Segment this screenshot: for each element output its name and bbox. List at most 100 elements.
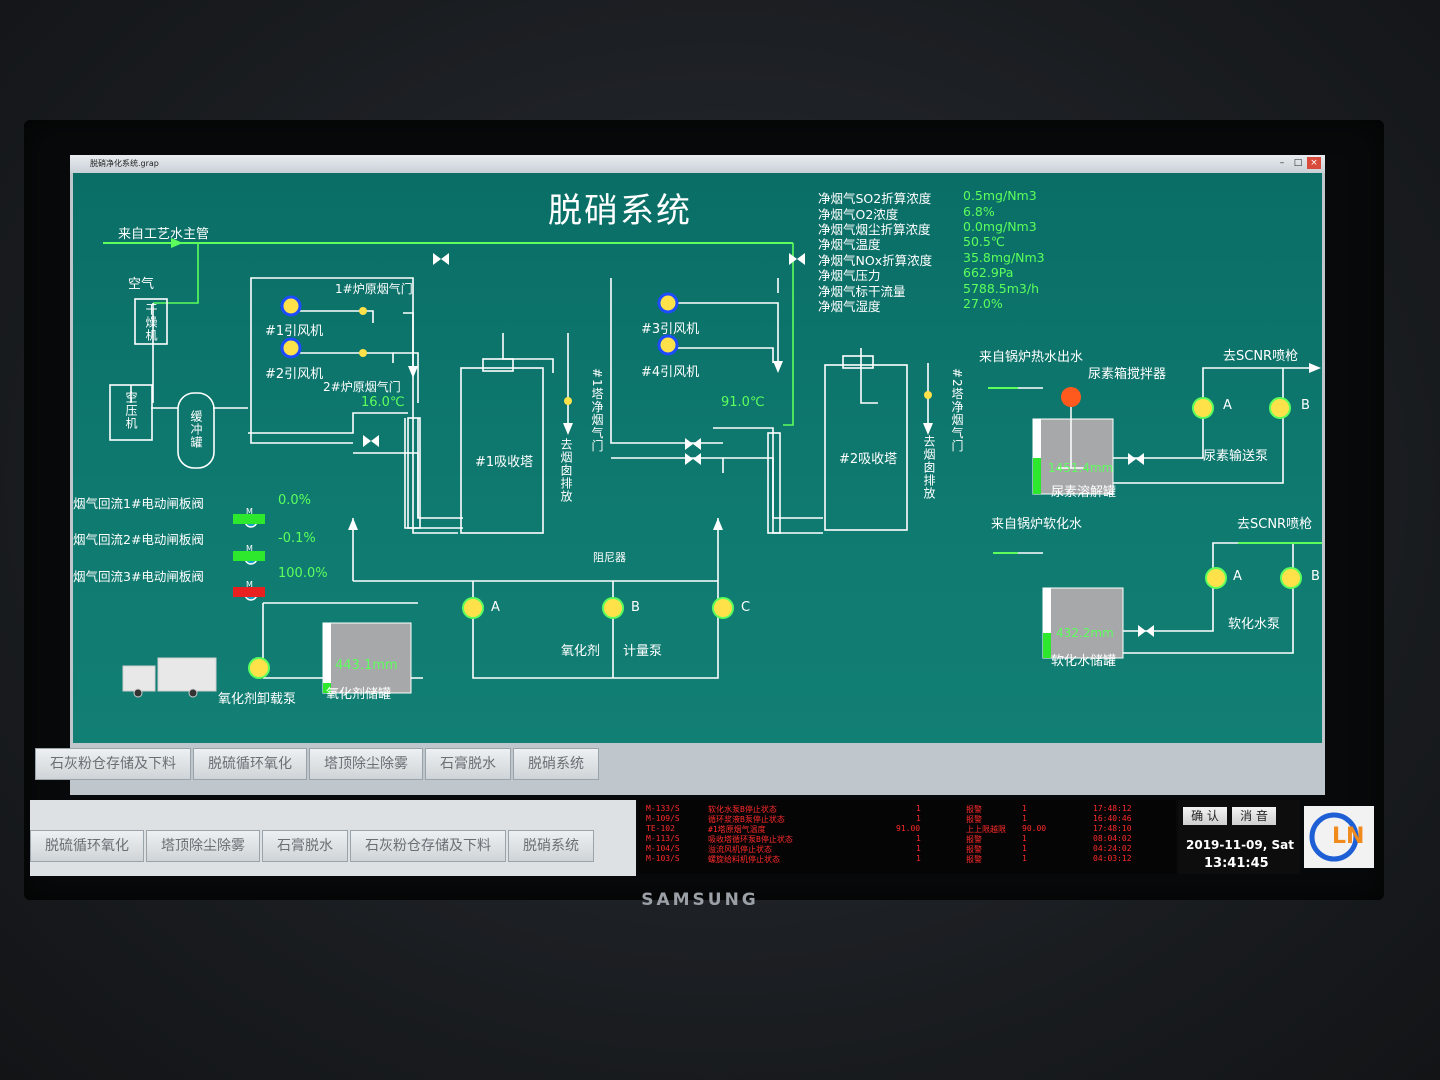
meas-label: 净烟气O2浓度: [818, 207, 899, 222]
confirm-button[interactable]: 确 认: [1183, 807, 1227, 825]
meas-value: 27.0%: [963, 296, 1003, 311]
monitor-brand: SAMSUNG: [641, 890, 759, 910]
valve2-raw-label: 2#炉原烟气门: [323, 380, 401, 394]
logo-graphic: [1309, 812, 1359, 862]
fan3-label[interactable]: #3引风机: [641, 322, 700, 337]
chimney1-label: 去烟囱排放: [559, 438, 573, 503]
soft-water-tank-label: 软化水储罐: [1051, 654, 1117, 669]
chimney2-label: 去烟囱排放: [922, 435, 936, 500]
fan1-label[interactable]: #1引风机: [265, 324, 324, 339]
tab-denitration-lower[interactable]: 脱硝系统: [508, 830, 594, 862]
tab-denitration[interactable]: 脱硝系统: [513, 748, 599, 780]
date-display: 2019-11-09, Sat: [1186, 838, 1294, 852]
upper-tab-bar: 石灰粉仓存储及下料 脱硫循环氧化 塔顶除尘除雾 石膏脱水 脱硝系统: [35, 748, 601, 780]
alarm-value: 1: [916, 844, 921, 853]
meas-label: 净烟气烟尘折算浓度: [818, 222, 931, 237]
meas-label: 净烟气压力: [818, 268, 881, 283]
alarm-list[interactable]: M-133/S 软化水泵B停止状态 1 报警 1 17:48:12 M-109/…: [638, 800, 1176, 874]
alarm-limit: 1: [1022, 844, 1027, 853]
meas-value: 35.8mg/Nm3: [963, 250, 1045, 265]
clean-valve2-label: #2塔净烟气门: [950, 368, 964, 453]
meas-label: 净烟气温度: [818, 237, 881, 252]
tab-tower-dust[interactable]: 塔顶除尘除雾: [309, 748, 423, 780]
fan4-label[interactable]: #4引风机: [641, 365, 700, 380]
tab-lime-powder[interactable]: 石灰粉仓存储及下料: [35, 748, 191, 780]
control-panel: 确 认 消 音 2019-11-09, Sat 13:41:45: [1178, 800, 1300, 874]
tab-desulfur-oxidation-lower[interactable]: 脱硫循环氧化: [30, 830, 144, 862]
alarm-time: 17:48:10: [1093, 824, 1132, 833]
clean-valve1-label: #1塔净烟气门: [590, 368, 604, 453]
tab-gypsum[interactable]: 石膏脱水: [425, 748, 511, 780]
tab-lime-powder-lower[interactable]: 石灰粉仓存储及下料: [350, 830, 506, 862]
meas-value: 0.5mg/Nm3: [963, 188, 1037, 203]
damper3-indicator: [233, 587, 265, 597]
meas-label: 净烟气SO2折算浓度: [818, 191, 932, 206]
app-window: 脱硝净化系统.grap – □ ×: [35, 155, 1325, 795]
damper1-indicator: [233, 514, 265, 524]
alarm-value: 1: [916, 804, 921, 813]
minimize-button[interactable]: –: [1279, 158, 1285, 168]
soft-pump-a-label: A: [1233, 569, 1242, 584]
alarm-time: 08:04:02: [1093, 834, 1132, 843]
scada-screen: 脱硝系统 净烟气SO2折算浓度 0.5mg/Nm3 净烟气O2浓度 6.8% 净…: [73, 173, 1322, 743]
oxidant-tank-label: 氧化剂储罐: [326, 687, 392, 702]
meas-value: 50.5℃: [963, 234, 1005, 249]
soft-water-level: 432.2mm: [1056, 626, 1114, 640]
soft-pump-b-label: B: [1311, 569, 1320, 584]
tab-gypsum-lower[interactable]: 石膏脱水: [262, 830, 348, 862]
alarm-type: 报警: [966, 845, 982, 854]
temp2-readout: 91.0℃: [721, 395, 765, 410]
urea-mixer-label: 尿素箱搅拌器: [1088, 367, 1167, 382]
temp1-readout: 16.0℃: [361, 395, 405, 410]
urea-pump-label: 尿素输送泵: [1203, 449, 1269, 464]
meas-label: 净烟气标干流量: [818, 284, 906, 299]
damper-label: 阻尼器: [593, 551, 626, 564]
tab-desulfur-oxidation[interactable]: 脱硫循环氧化: [193, 748, 307, 780]
alarm-desc: 螺旋给料机停止状态: [708, 855, 780, 864]
alarm-value: 91.00: [896, 824, 921, 833]
lower-tab-bar: 脱硫循环氧化 塔顶除尘除雾 石膏脱水 石灰粉仓存储及下料 脱硝系统: [30, 830, 596, 862]
mute-button[interactable]: 消 音: [1232, 807, 1276, 825]
logo-text: LN: [1332, 824, 1365, 849]
meas-value: 662.9Pa: [963, 265, 1014, 280]
damper2-value: -0.1%: [278, 531, 316, 546]
fan2-label[interactable]: #2引风机: [265, 367, 324, 382]
alarm-tag: M-109/S: [646, 814, 680, 823]
alarm-type: 报警: [966, 835, 982, 844]
oxidant-pump-label: 氧化剂: [561, 644, 601, 659]
meas-label: 净烟气湿度: [818, 299, 881, 314]
alarm-tag: M-133/S: [646, 804, 680, 813]
dryer-label: 干燥机: [144, 303, 158, 342]
process-water-label: 来自工艺水主管: [118, 227, 210, 242]
maximize-button[interactable]: □: [1293, 158, 1303, 168]
window-titlebar: 脱硝净化系统.grap – □ ×: [70, 155, 1325, 173]
meas-value: 6.8%: [963, 204, 995, 219]
motor1-tag: M: [246, 507, 253, 516]
to-scnr1-label: 去SCNR喷枪: [1223, 349, 1299, 364]
meas-value: 0.0mg/Nm3: [963, 219, 1037, 234]
damper3-value: 100.0%: [278, 566, 328, 581]
urea-pump-b-label: B: [1301, 398, 1310, 413]
alarm-limit: 1: [1022, 854, 1027, 863]
alarm-type: 报警: [966, 855, 982, 864]
pump-a-label: A: [491, 600, 500, 615]
alarm-tag: TE-102: [646, 824, 675, 833]
damper1-label: 烟气回流1#电动闸板阀: [73, 496, 204, 511]
damper3-label: 烟气回流3#电动闸板阀: [73, 569, 204, 584]
alarm-limit: 1: [1022, 804, 1027, 813]
metering-pump-label: 计量泵: [623, 644, 663, 659]
alarm-value: 1: [916, 814, 921, 823]
alarm-time: 16:40:46: [1093, 814, 1132, 823]
pump-c-label: C: [741, 600, 751, 615]
tab-tower-dust-lower[interactable]: 塔顶除尘除雾: [146, 830, 260, 862]
damper2-indicator: [233, 551, 265, 561]
alarm-limit: 1: [1022, 834, 1027, 843]
buffer-tank-label: 缓冲罐: [189, 410, 203, 449]
bottom-panel: 脱硫循环氧化 塔顶除尘除雾 石膏脱水 石灰粉仓存储及下料 脱硝系统: [30, 800, 636, 876]
close-button[interactable]: ×: [1307, 157, 1321, 169]
compressor-label: 空压机: [124, 391, 138, 430]
alarm-limit: 90.00: [1022, 824, 1047, 833]
alarm-desc: 循环浆液B泵停止状态: [708, 815, 785, 824]
page-title: 脱硝系统: [548, 191, 692, 231]
alarm-time: 04:24:02: [1093, 844, 1132, 853]
